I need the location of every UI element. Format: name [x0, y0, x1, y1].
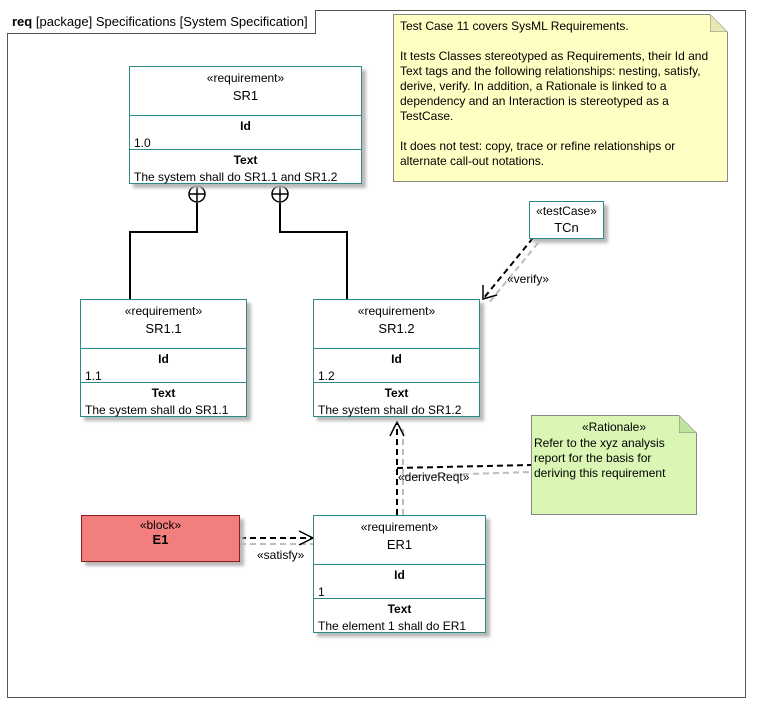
rationale-anchor-shadow: [402, 471, 532, 477]
er1-name: ER1: [386, 537, 413, 552]
note-paragraph-3: It does not test: copy, trace or refine …: [400, 139, 676, 168]
sr1-2-text-label: Text: [384, 386, 409, 400]
requirement-sr1-2[interactable]: «requirement» SR1.2 Id 1.2 Text The syst…: [313, 299, 480, 417]
verify-arrowhead: [482, 285, 498, 300]
block-name: E1: [152, 532, 169, 547]
satisfy-label: «satisfy»: [257, 548, 305, 562]
diagram-frame: [7, 10, 746, 698]
er1-text-label: Text: [387, 602, 412, 616]
sr1-stereotype: «requirement»: [206, 71, 285, 85]
sr1-2-id-label: Id: [391, 352, 402, 366]
block-e1[interactable]: «block» E1: [81, 515, 240, 562]
er1-stereotype: «requirement»: [360, 520, 439, 534]
requirement-er1[interactable]: «requirement» ER1 Id 1 Text The element …: [313, 515, 486, 633]
rationale-text: Refer to the xyz analysis report for the…: [534, 436, 666, 480]
sr1-1-text-value: The system shall do SR1.1: [85, 403, 229, 417]
verify-line: [482, 237, 534, 300]
sr1-text-value: The system shall do SR1.1 and SR1.2: [134, 170, 338, 184]
sr1-text-label: Text: [233, 153, 258, 167]
derive-label: «deriveReqt»: [398, 470, 470, 484]
er1-id-label: Id: [394, 568, 405, 582]
sr1-name: SR1: [232, 88, 259, 103]
requirement-sr1[interactable]: «requirement» SR1 Id 1.0 Text The system…: [129, 66, 362, 184]
sr1-1-stereotype: «requirement»: [124, 304, 203, 318]
sr1-2-stereotype: «requirement»: [357, 304, 436, 318]
rationale-note[interactable]: «Rationale» Refer to the xyz analysis re…: [531, 415, 697, 515]
frame-title: [package] Specifications [System Specifi…: [35, 14, 308, 29]
rationale-stereotype: «Rationale»: [581, 420, 647, 434]
test-case-name: TCn: [554, 220, 579, 235]
sr1-2-text-value: The system shall do SR1.2: [318, 403, 462, 417]
note-fold-icon: [710, 14, 728, 32]
verify-shadow: [487, 242, 539, 305]
frame-keyword: req: [12, 14, 33, 29]
er1-id-value: 1: [318, 585, 325, 599]
sr1-1-text-label: Text: [151, 386, 176, 400]
diagram-frame-tab: req [package] Specifications [System Spe…: [7, 10, 316, 34]
note-paragraph-1: Test Case 11 covers SysML Requirements.: [400, 19, 629, 33]
containment-line-sr1-1: [129, 203, 198, 299]
er1-text-value: The element 1 shall do ER1: [318, 619, 467, 633]
derive-arrowhead: [389, 420, 405, 437]
note-paragraph-2: It tests Classes stereotyped as Requirem…: [400, 49, 709, 123]
sr1-2-name: SR1.2: [378, 321, 415, 336]
verify-label: «verify»: [507, 272, 550, 286]
sr1-id-label: Id: [240, 119, 251, 133]
sr1-id-value: 1.0: [134, 136, 151, 150]
rationale-anchor-line: [396, 464, 532, 469]
block-stereotype: «block»: [139, 518, 182, 532]
sr1-1-name: SR1.1: [145, 321, 182, 336]
test-case-note: Test Case 11 covers SysML Requirements. …: [393, 14, 728, 182]
containment-line-sr1-2: [279, 203, 348, 299]
sr1-1-id-value: 1.1: [85, 369, 102, 383]
rationale-fold-icon: [679, 415, 697, 433]
requirement-sr1-1[interactable]: «requirement» SR1.1 Id 1.1 Text The syst…: [80, 299, 247, 417]
sr1-2-id-value: 1.2: [318, 369, 335, 383]
sr1-1-id-label: Id: [158, 352, 169, 366]
test-case-tcn[interactable]: «testCase» TCn: [529, 201, 604, 239]
test-case-stereotype: «testCase»: [536, 204, 597, 218]
